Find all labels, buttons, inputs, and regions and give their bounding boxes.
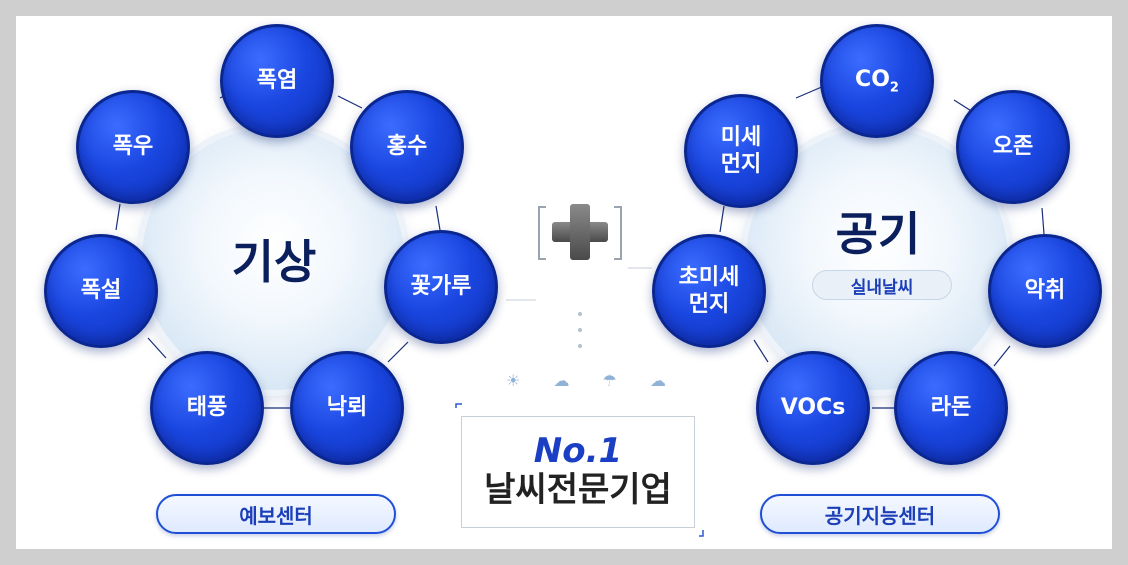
node-label-line2: 먼지 <box>720 152 762 177</box>
node-label: CO2 <box>855 66 899 97</box>
cloud-icon: ☁ <box>553 371 570 390</box>
node-co2: CO2 <box>820 24 934 138</box>
node-label: 폭우 <box>112 134 154 160</box>
bracket-right <box>614 206 622 260</box>
dot <box>578 328 582 332</box>
node-label: VOCs <box>780 395 846 421</box>
node-label: 폭설 <box>80 278 122 304</box>
badge-rank: No.1 <box>533 430 623 471</box>
node-ozone: 오존 <box>956 90 1070 204</box>
node-ultra-fine-dust: 초미세 먼지 <box>652 234 766 348</box>
connector-lines <box>115 85 1045 537</box>
dot <box>578 312 582 316</box>
node-label: 악취 <box>1024 278 1066 304</box>
node-odor: 악취 <box>988 234 1102 348</box>
node-label: 태풍 <box>186 395 228 421</box>
node-pollen: 꽃가루 <box>384 230 498 344</box>
node-typhoon: 태풍 <box>150 351 264 465</box>
node-heavy-snow: 폭설 <box>44 234 158 348</box>
node-fine-dust: 미세 먼지 <box>684 94 798 208</box>
no1-badge: No.1 날씨전문기업 <box>461 416 695 528</box>
vertical-dots <box>577 312 583 348</box>
weather-title: 기상 <box>231 235 317 289</box>
node-label-line1: 미세 <box>720 124 762 150</box>
node-label: 오존 <box>992 134 1034 160</box>
plus-icon <box>536 198 624 268</box>
node-flood: 홍수 <box>350 90 464 204</box>
node-lightning: 낙뢰 <box>290 351 404 465</box>
forecast-center-pill: 예보센터 <box>156 494 396 534</box>
weather-icons-row: ☀ ☁ ☂ ☁ <box>506 371 666 395</box>
sun-icon: ☀ <box>506 371 521 390</box>
node-vocs: VOCs <box>756 351 870 465</box>
air-title: 공기 <box>835 207 921 261</box>
dot <box>578 344 582 348</box>
node-label-line1: 초미세 <box>678 264 740 290</box>
indoor-weather-pill: 실내날씨 <box>812 270 952 300</box>
node-label: 꽃가루 <box>410 274 472 300</box>
badge-text: 날씨전문기업 <box>484 470 672 511</box>
diagram-frame: 기상 폭염 홍수 꽃가루 낙뢰 태풍 폭설 폭우 예보센터 ☀ ☁ ☂ ☁ No… <box>16 16 1112 549</box>
air-intelligence-center-pill: 공기지능센터 <box>760 494 1000 534</box>
plus-vertical <box>570 204 590 260</box>
bracket-left <box>538 206 546 260</box>
co2-sub: 2 <box>889 80 899 96</box>
co2-main: CO <box>855 66 890 92</box>
node-label-line2: 먼지 <box>688 292 730 317</box>
node-label: 홍수 <box>386 134 428 160</box>
node-label: 낙뢰 <box>326 395 368 421</box>
node-heavy-rain: 폭우 <box>76 90 190 204</box>
node-radon: 라돈 <box>894 351 1008 465</box>
node-label: 폭염 <box>256 68 298 94</box>
cloud-rain-icon: ☁ <box>649 371 666 390</box>
umbrella-icon: ☂ <box>602 371 617 390</box>
node-label: 라돈 <box>930 395 972 421</box>
node-heatwave: 폭염 <box>220 24 334 138</box>
